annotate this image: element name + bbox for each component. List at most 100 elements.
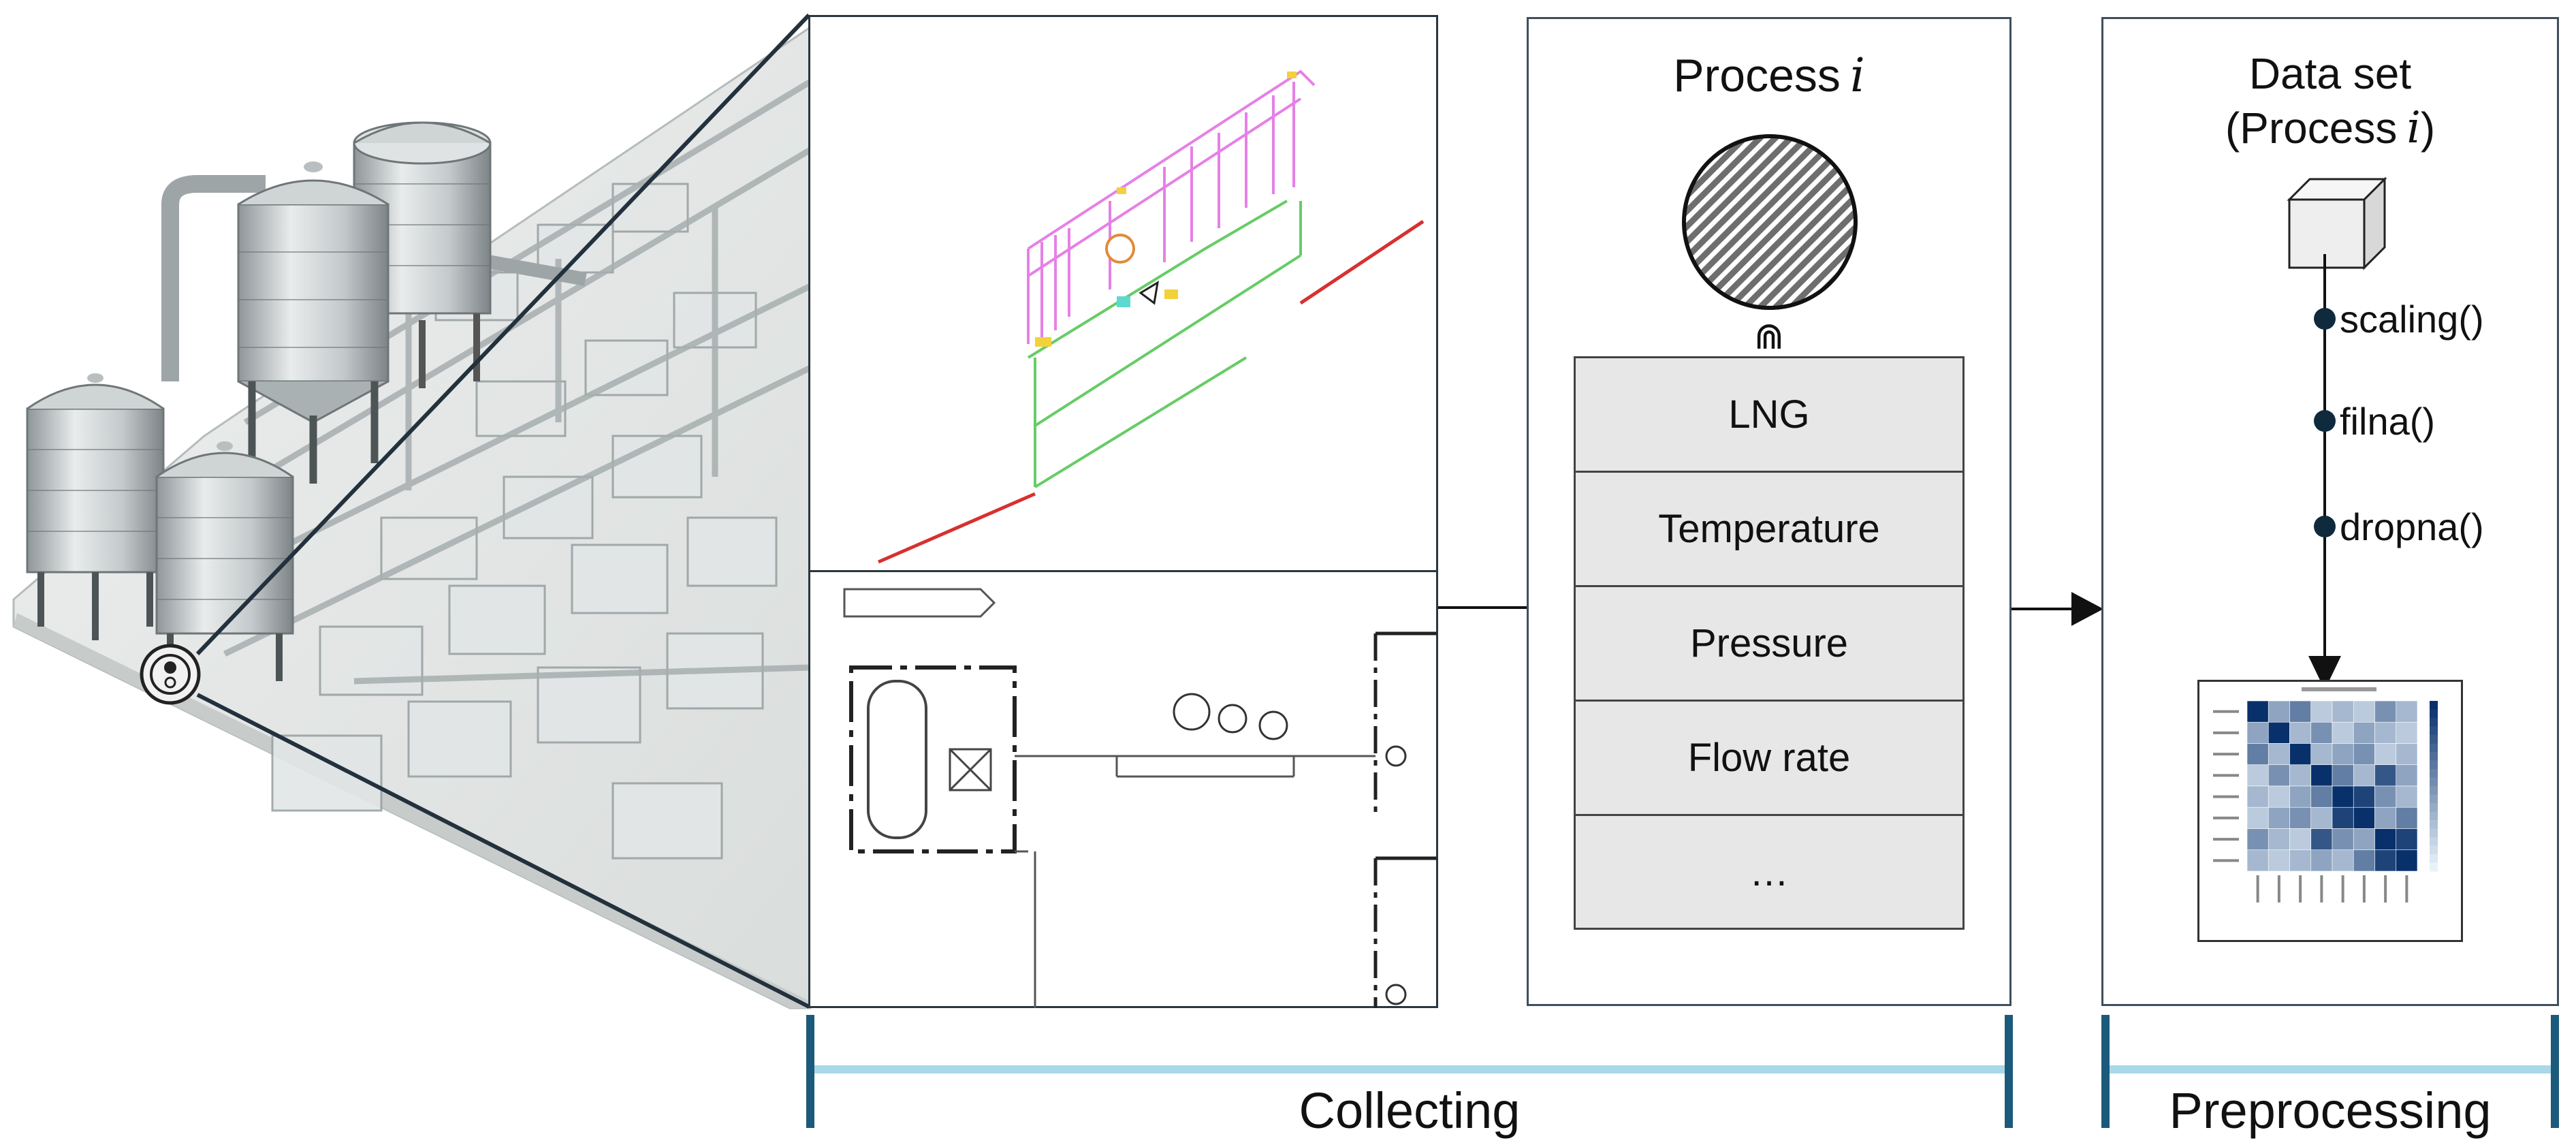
heatmap-cell — [2332, 764, 2354, 787]
heatmap-colorbar-step — [2430, 854, 2438, 863]
pipeline-dot-scaling — [2314, 308, 2336, 330]
collecting-line — [814, 1065, 2005, 1073]
step-dropna: dropna() — [2340, 505, 2484, 548]
heatmap-colorbar-step — [2430, 718, 2438, 727]
heatmap-colorbar-step — [2430, 701, 2438, 710]
heatmap-colorbar-step — [2430, 811, 2438, 821]
heatmap-cell — [2396, 764, 2418, 787]
heatmap-colorbar-step — [2430, 794, 2438, 804]
pipeline-dot-dropna — [2314, 516, 2336, 537]
heatmap-cell — [2374, 721, 2397, 744]
heatmap-cell — [2310, 849, 2333, 872]
heatmap-cell — [2268, 743, 2290, 766]
variable-cell-pressure: Pressure — [1576, 587, 1962, 702]
heatmap-row-label — [2213, 710, 2239, 713]
heatmap-cell — [2332, 700, 2354, 723]
heatmap-cell — [2396, 806, 2418, 829]
heatmap-cell — [2374, 743, 2397, 766]
heatmap-cell — [2310, 828, 2333, 851]
heatmap-cell — [2396, 849, 2418, 872]
heatmap-cell — [2374, 828, 2397, 851]
process-hatched-circle — [1682, 134, 1858, 310]
heatmap-colorbar-step — [2430, 837, 2438, 846]
variable-cell-lng: LNG — [1576, 358, 1962, 473]
process-panel: Process i ⋒ LNG Temperature Pressure Flo… — [1527, 17, 2011, 1006]
heatmap-cell — [2268, 764, 2290, 787]
heatmap-row-label — [2213, 774, 2239, 777]
heatmap-row-label — [2213, 816, 2239, 819]
heatmap-colorbar-step — [2430, 726, 2438, 736]
variable-cell-ellipsis: … — [1576, 816, 1962, 928]
heatmap-row-label — [2213, 859, 2239, 862]
heatmap-col-label — [2362, 875, 2366, 903]
heatmap-cell — [2353, 764, 2375, 787]
heatmap-cell — [2310, 721, 2333, 744]
preprocessing-bar-left — [2101, 1015, 2110, 1128]
heatmap-col-label — [2256, 875, 2259, 903]
plant-illustration — [0, 0, 812, 1009]
heatmap-colorbar-step — [2430, 760, 2438, 770]
heatmap-cell — [2396, 828, 2418, 851]
heatmap-cell — [2268, 849, 2290, 872]
heatmap-graphic — [2213, 687, 2438, 903]
heatmap-colorbar-step — [2430, 845, 2438, 855]
dataset-panel: Data set (Process i ) scaling() filna() … — [2101, 17, 2559, 1006]
process-title-var: i — [1849, 48, 1865, 103]
heatmap-cell — [2289, 764, 2312, 787]
heatmap-cell — [2246, 828, 2269, 851]
dataset-title-prefix: (Process — [2225, 104, 2398, 153]
heatmap-cell — [2374, 806, 2397, 829]
heatmap-col-label — [2405, 875, 2408, 903]
heatmap-row-label — [2213, 838, 2239, 841]
heatmap-colorbar-step — [2430, 828, 2438, 838]
heatmap-cell — [2353, 849, 2375, 872]
heatmap-col-label — [2384, 875, 2387, 903]
heatmap-cell — [2353, 721, 2375, 744]
heatmap-colorbar-step — [2430, 786, 2438, 795]
heatmap-cell — [2374, 849, 2397, 872]
heatmap-cell — [2268, 828, 2290, 851]
heatmap-col-label — [2299, 875, 2302, 903]
isometric-piping-drawing — [878, 69, 1425, 564]
heatmap-colorbar-step — [2430, 777, 2438, 787]
heatmap-cell — [2268, 700, 2290, 723]
heatmap-cell — [2332, 785, 2354, 808]
heatmap-cell — [2353, 828, 2375, 851]
heatmap-cell — [2396, 743, 2418, 766]
heatmap-cell — [2268, 806, 2290, 829]
heatmap-cell — [2332, 849, 2354, 872]
heatmap-cell — [2268, 721, 2290, 744]
collecting-label: Collecting — [1299, 1082, 1521, 1139]
preprocessing-label: Preprocessing — [2169, 1082, 2492, 1139]
heatmap-cell — [2396, 700, 2418, 723]
heatmap-colorbar-step — [2430, 752, 2438, 761]
heatmap-cell — [2396, 721, 2418, 744]
process-title: Process i — [1529, 45, 2009, 106]
heatmap-cell — [2289, 721, 2312, 744]
step-filna: filna() — [2340, 400, 2436, 443]
heatmap-cell — [2246, 849, 2269, 872]
heatmap-cell — [2246, 743, 2269, 766]
pipeline-dot-filna — [2314, 410, 2336, 432]
heatmap-cell — [2289, 806, 2312, 829]
heatmap-cell — [2310, 785, 2333, 808]
heatmap-cell — [2246, 806, 2269, 829]
heatmap-cell — [2289, 700, 2312, 723]
heatmap-cell — [2289, 785, 2312, 808]
heatmap-cell — [2353, 785, 2375, 808]
preprocessing-line — [2110, 1065, 2551, 1073]
heatmap-cell — [2374, 700, 2397, 723]
heatmap-col-label — [2320, 875, 2323, 903]
heatmap-cell — [2374, 764, 2397, 787]
flow-arrow — [2011, 592, 2103, 626]
heatmap-cell — [2310, 764, 2333, 787]
heatmap-colorbar-step — [2430, 709, 2438, 719]
heatmap-cell — [2246, 721, 2269, 744]
heatmap-cell — [2246, 700, 2269, 723]
heatmap-cell — [2289, 849, 2312, 872]
heatmap-row-label — [2213, 753, 2239, 756]
heatmap-cell — [2353, 806, 2375, 829]
preprocessing-bar-right — [2551, 1015, 2559, 1128]
heatmap-cell — [2310, 743, 2333, 766]
step-scaling: scaling() — [2340, 298, 2484, 341]
